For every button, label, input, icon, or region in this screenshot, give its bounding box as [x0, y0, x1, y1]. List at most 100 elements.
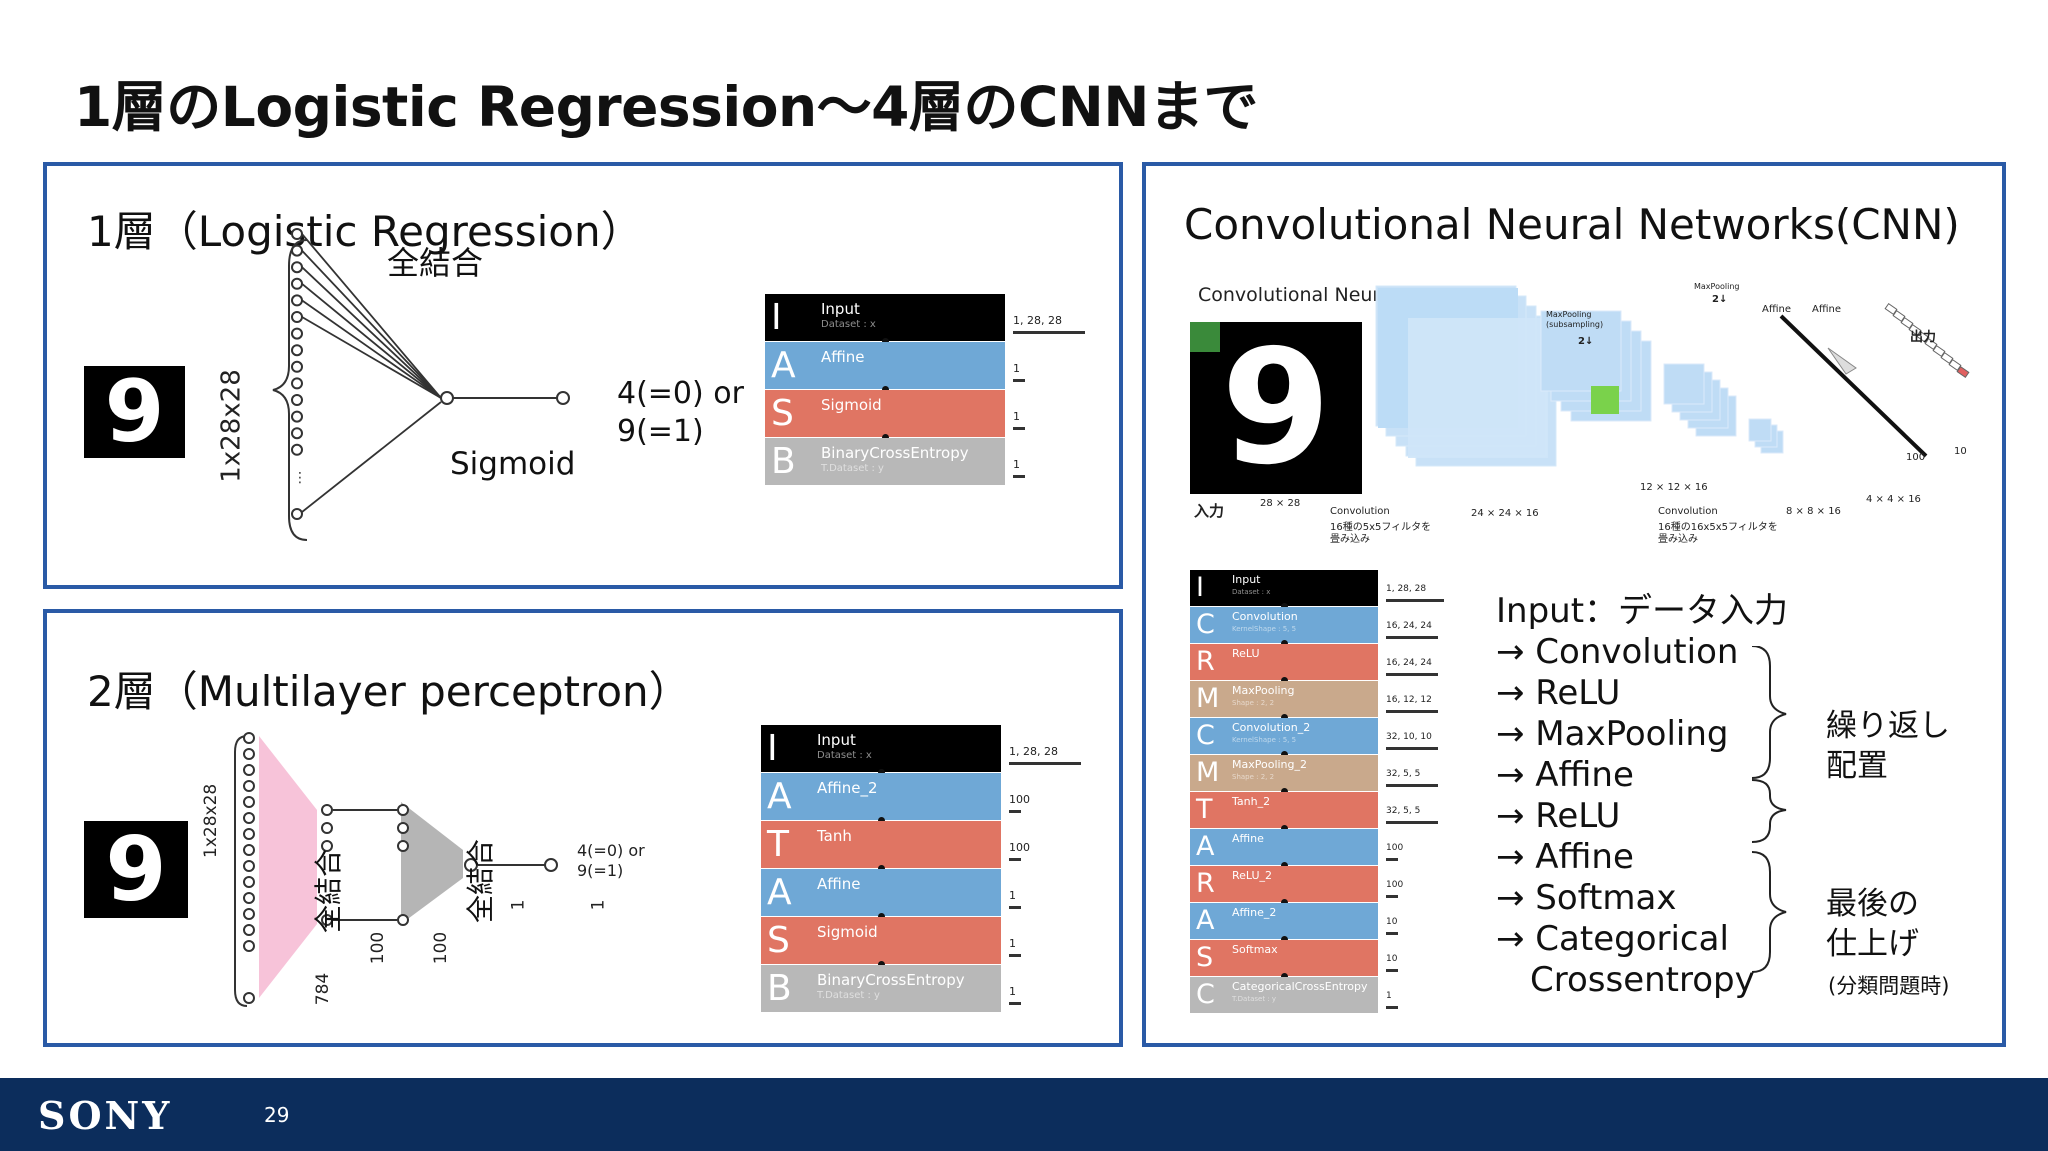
- layer-subtitle: Dataset : x: [821, 319, 876, 330]
- footer-bar: SONY 29: [0, 1078, 2048, 1151]
- layer-connector-dot: [1281, 862, 1288, 869]
- layer-shape-bar: [1009, 858, 1021, 861]
- layer-name: Input: [817, 731, 856, 749]
- layer-name: Affine: [1232, 832, 1264, 845]
- label-conv2-line2: 16種の16x5x5フィルタを: [1658, 522, 1778, 533]
- layer-subtitle: KernelShape : 5, 5: [1232, 736, 1297, 744]
- layer-connector-dot: [1281, 714, 1288, 721]
- layer-output-shape: 16, 24, 24: [1386, 658, 1432, 668]
- layer-name: ReLU: [1232, 647, 1260, 660]
- label-maxpool1-line1: MaxPooling: [1546, 310, 1592, 319]
- label-n100: 100: [1906, 452, 1926, 463]
- node-count-784: 784: [313, 972, 334, 1006]
- layer-name: MaxPooling_2: [1232, 758, 1308, 771]
- layer-letter: T: [767, 824, 789, 865]
- mlp-network-diagram: [234, 732, 558, 1007]
- layer-subtitle: Dataset : x: [817, 750, 872, 761]
- layer-name: Convolution_2: [1232, 721, 1311, 734]
- layer-subtitle: Shape : 2, 2: [1232, 699, 1275, 707]
- label-conv1-line1: Convolution: [1330, 506, 1390, 517]
- layer-shape-bar: [1013, 475, 1025, 478]
- layer-affine[interactable]: A Affine: [1190, 829, 1378, 865]
- layer-letter: A: [767, 872, 792, 913]
- layer-letter: S: [1196, 942, 1214, 973]
- layer-letter: I: [771, 297, 782, 338]
- mnist-digit-image: 9: [84, 362, 185, 462]
- label-conv2-line3: 畳み込み: [1658, 534, 1698, 545]
- layer-letter: M: [1196, 683, 1220, 714]
- panel-cnn: Convolutional Neural Networks(CNN) Convo…: [1142, 162, 2006, 1047]
- label-size-8: 8 × 8 × 16: [1786, 506, 1841, 517]
- layer-subtitle: KernelShape : 5, 5: [1232, 625, 1297, 633]
- label-size-24: 24 × 24 × 16: [1471, 508, 1539, 519]
- layer-name: ReLU_2: [1232, 869, 1273, 882]
- layer-name: Tanh_2: [1232, 795, 1271, 808]
- layer-output-shape: 16, 24, 24: [1386, 621, 1432, 631]
- layer-letter: B: [771, 441, 796, 482]
- layer-output-shape: 100: [1386, 843, 1404, 853]
- label-down1: 2↓: [1578, 336, 1594, 347]
- layer-name: BinaryCrossEntropy: [821, 444, 969, 462]
- layer-subtitle: T.Dataset : y: [1232, 995, 1277, 1003]
- layer-output-shape: 10: [1386, 917, 1398, 927]
- layer-connector-dot: [1281, 825, 1288, 832]
- node-count-1-b: 1: [588, 899, 609, 911]
- layer-connector-dot: [878, 817, 885, 824]
- layer-connector-dot: [1281, 603, 1288, 610]
- layer-connector-dot: [882, 434, 889, 441]
- receptive-field-highlight: [1190, 322, 1220, 352]
- layer-name: Sigmoid: [821, 396, 882, 414]
- logistic-network-diagram: ⋮: [272, 228, 570, 541]
- layer-shape-bar: [1009, 906, 1021, 909]
- label-size-28: 28 × 28: [1260, 498, 1301, 509]
- layer-shape-bar: [1386, 895, 1398, 898]
- layer-relu-2[interactable]: R ReLU_2: [1190, 866, 1378, 902]
- layer-subtitle: Dataset : x: [1232, 588, 1271, 596]
- layer-output-shape: 1: [1013, 362, 1020, 375]
- layer-shape-bar: [1386, 821, 1438, 824]
- layer-output-shape: 100: [1009, 793, 1030, 806]
- layer-connector-dot: [1281, 973, 1288, 980]
- layer-sigmoid[interactable]: S Sigmoid: [765, 390, 1005, 437]
- layer-shape-bar: [1386, 747, 1438, 750]
- layer-letter: R: [1196, 868, 1215, 899]
- layer-letter: A: [1196, 905, 1215, 936]
- layer-output-shape: 100: [1009, 841, 1030, 854]
- panel-title: 1層（Logistic Regression）: [87, 207, 643, 256]
- flow-step: → MaxPooling: [1496, 714, 1729, 754]
- layer-name: Input: [1232, 573, 1261, 586]
- sony-logo: SONY: [38, 1093, 173, 1138]
- label-size-4: 4 × 4 × 16: [1866, 494, 1921, 505]
- layer-output-shape: 1: [1013, 410, 1020, 423]
- note-repeat-line2: 配置: [1826, 748, 1888, 784]
- layer-shape-bar: [1009, 762, 1081, 765]
- layer-shape-bar: [1386, 858, 1398, 861]
- layer-output-shape: 1: [1386, 991, 1392, 1001]
- layer-shape-bar: [1386, 673, 1438, 676]
- label-output: 出力: [1910, 330, 1937, 345]
- layer-connector-dot: [882, 338, 889, 345]
- layer-letter: S: [771, 393, 794, 434]
- layer-connector-dot: [878, 961, 885, 968]
- layer-letter: A: [1196, 831, 1215, 862]
